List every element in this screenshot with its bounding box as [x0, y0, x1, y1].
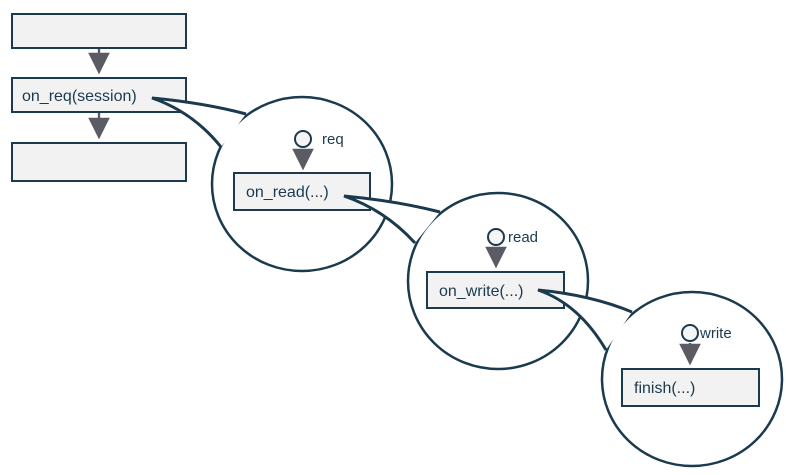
bubble-on-write: read on_write(...) — [406, 191, 590, 371]
flow-box-on-req-label: on_req(session) — [22, 88, 137, 105]
bubble-tail-2 — [343, 194, 441, 245]
param-circle-icon-read — [487, 228, 505, 246]
flowchart: on_req(session) — [11, 13, 187, 182]
param-label-read: read — [508, 229, 538, 246]
bubble-tail-3 — [537, 288, 633, 351]
flow-box-start — [11, 13, 187, 49]
flow-box-on-req — [11, 77, 187, 113]
callback-box-on-read — [233, 172, 371, 211]
param-label-write: write — [699, 325, 732, 342]
bubble-on-read: req on_read(...) — [210, 95, 394, 273]
param-label-req: req — [322, 131, 344, 148]
bubble-finish: write finish(...) — [600, 290, 784, 468]
callback-box-on-write-label: on_write(...) — [439, 283, 523, 300]
bubble-tail-1 — [151, 96, 247, 148]
callback-box-on-read-label: on_read(...) — [246, 184, 329, 201]
param-circle-icon-req — [294, 130, 312, 148]
param-circle-icon-write — [681, 324, 699, 342]
flow-box-end — [11, 142, 187, 182]
callback-box-finish — [621, 368, 760, 407]
callback-box-finish-label: finish(...) — [634, 380, 695, 397]
